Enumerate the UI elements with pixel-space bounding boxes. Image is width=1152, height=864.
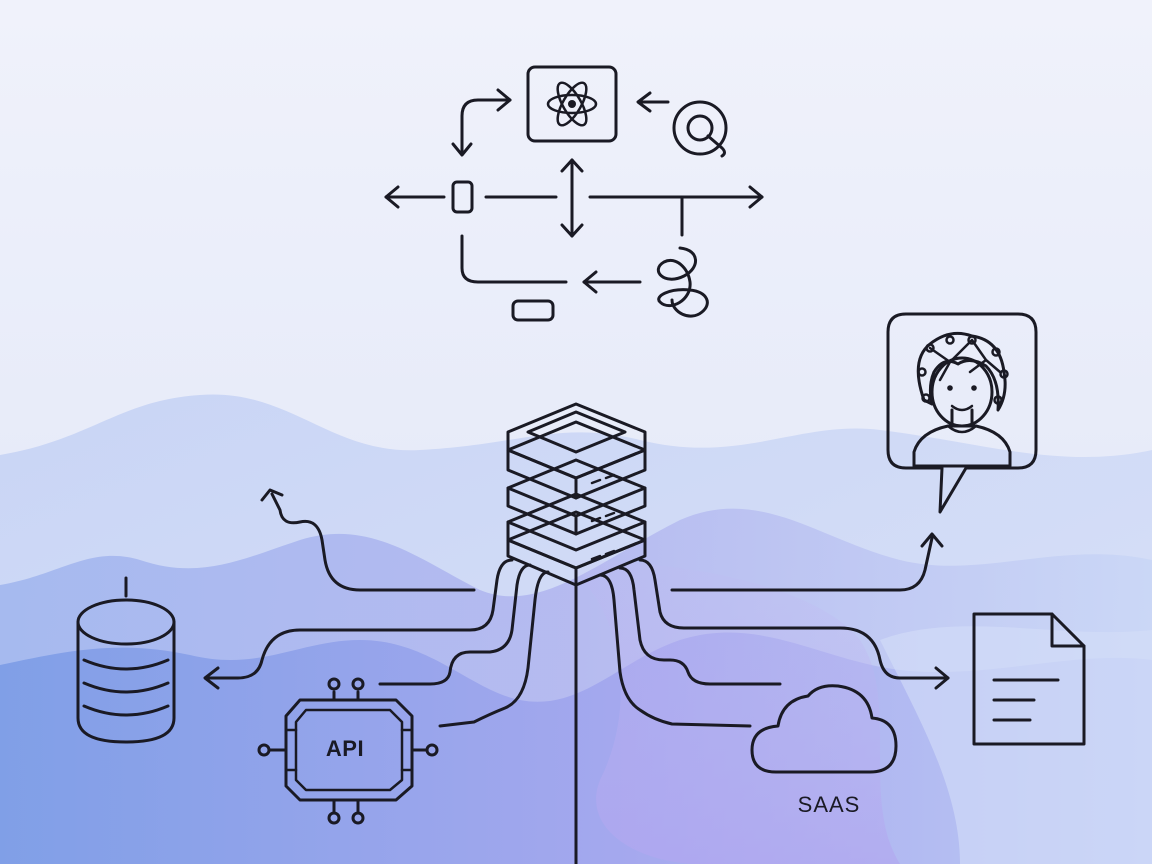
chat-bubble-icon bbox=[672, 100, 728, 158]
api-chip-icon bbox=[257, 677, 439, 825]
bracket-connector bbox=[460, 234, 568, 284]
connector-lines bbox=[203, 488, 950, 728]
server-stack-icon bbox=[506, 402, 647, 587]
atom-icon bbox=[526, 65, 618, 143]
loop-arrow-left bbox=[460, 98, 512, 154]
document-icon bbox=[972, 612, 1086, 746]
workflow-diagram bbox=[384, 65, 764, 322]
node-small-vertical bbox=[451, 180, 474, 214]
avatar-icon bbox=[886, 312, 1038, 514]
squiggle-icon bbox=[656, 246, 709, 318]
cloud-icon bbox=[750, 684, 898, 774]
database-icon bbox=[76, 576, 176, 744]
api-label: API bbox=[325, 736, 365, 761]
node-small-horizontal bbox=[511, 299, 555, 322]
saas-label: SAAS bbox=[797, 792, 861, 817]
